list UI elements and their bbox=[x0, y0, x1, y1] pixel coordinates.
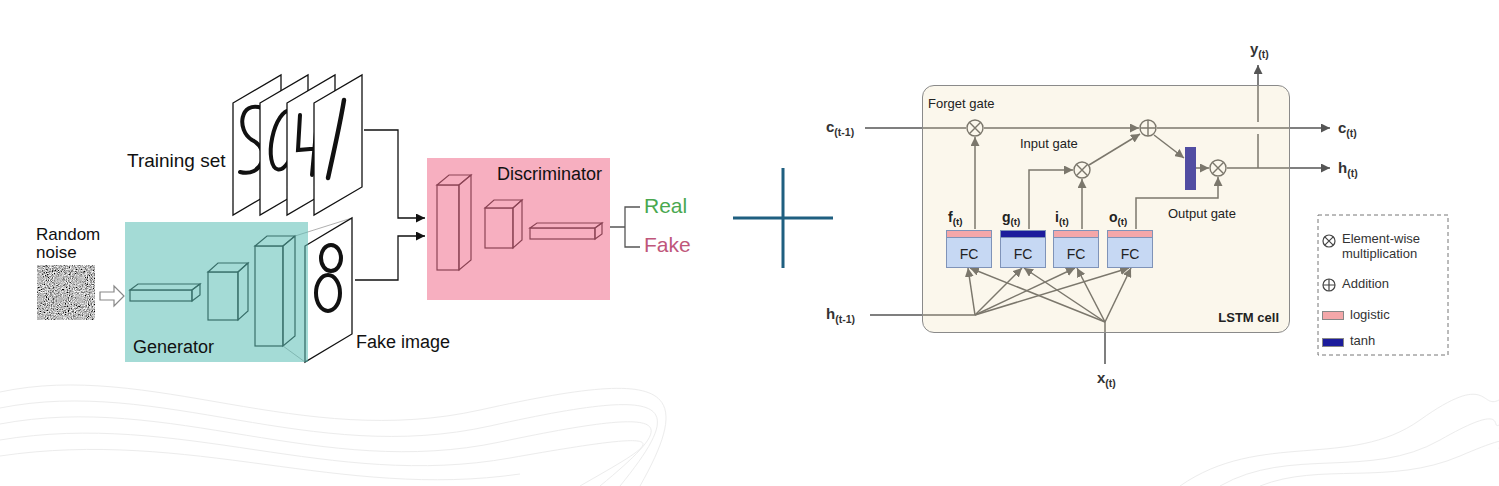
subscript: (t) bbox=[1118, 216, 1128, 227]
symbol-base: o bbox=[1109, 209, 1118, 225]
dataset-label: Training set bbox=[127, 150, 226, 172]
add-symbol bbox=[1323, 279, 1335, 291]
layer-type: FC bbox=[1014, 246, 1033, 262]
legend-swatch bbox=[1322, 311, 1344, 320]
symbol-base: g bbox=[1002, 209, 1011, 225]
activation-bar bbox=[1107, 230, 1153, 238]
legend-swatch bbox=[1322, 338, 1344, 347]
signal-name: c(t-1) bbox=[826, 118, 854, 138]
handwritten-digit bbox=[321, 245, 341, 271]
legend-text: Element-wise multiplication bbox=[1342, 232, 1442, 262]
legend-frame bbox=[1318, 215, 1448, 355]
subscript: (t-1) bbox=[834, 126, 854, 138]
symbol-base: f bbox=[948, 209, 953, 225]
training-images bbox=[233, 75, 362, 215]
plus-sign bbox=[733, 168, 833, 268]
wave-line bbox=[0, 417, 651, 486]
layer-type: FC bbox=[960, 246, 979, 262]
symbol-base: h bbox=[826, 305, 835, 322]
fc-layer-box: o(t)FC bbox=[1107, 230, 1153, 268]
box-title: Discriminator bbox=[497, 164, 602, 185]
subscript: (t) bbox=[1105, 377, 1116, 389]
layer-type: FC bbox=[1067, 246, 1086, 262]
subscript: (t) bbox=[1258, 48, 1269, 60]
wave-line bbox=[0, 401, 657, 486]
gate-output-name: o(t) bbox=[1109, 209, 1127, 228]
fc-layer-box: i(t)FC bbox=[1053, 230, 1099, 268]
input-arrow bbox=[364, 130, 425, 218]
output-class: Real bbox=[644, 194, 687, 218]
box-title: Generator bbox=[133, 337, 214, 358]
legend-symbols bbox=[1323, 235, 1335, 291]
wave-line bbox=[0, 385, 666, 486]
fc-layer-box: f(t)FC bbox=[946, 230, 992, 268]
add-symbol bbox=[1323, 279, 1335, 291]
signal-name: y(t) bbox=[1250, 40, 1269, 60]
image-card bbox=[314, 75, 362, 215]
discriminator-box: Discriminator bbox=[427, 158, 610, 300]
signal-name: c(t) bbox=[1338, 119, 1357, 139]
subscript: (t) bbox=[1059, 216, 1069, 227]
subscript: (t) bbox=[1347, 167, 1358, 179]
gate-output-name: g(t) bbox=[1002, 209, 1020, 228]
input-label: Random noise bbox=[36, 226, 106, 262]
image-label: Fake image bbox=[356, 332, 450, 353]
wave-line bbox=[1180, 394, 1499, 486]
signal-name: x(t) bbox=[1097, 369, 1116, 389]
gate-label: Forget gate bbox=[928, 97, 995, 112]
gate-output-name: f(t) bbox=[948, 209, 962, 228]
wave-line bbox=[1220, 419, 1499, 486]
subscript: (t-1) bbox=[835, 313, 855, 325]
legend-text: Addition bbox=[1342, 277, 1389, 292]
handwritten-digit bbox=[328, 100, 344, 178]
symbol-base: h bbox=[1338, 159, 1347, 176]
signal-name: h(t-1) bbox=[826, 305, 855, 325]
gate-label: Input gate bbox=[1020, 137, 1078, 152]
subscript: (t) bbox=[1011, 216, 1021, 227]
output-class: Fake bbox=[644, 233, 691, 257]
layer-type: FC bbox=[1121, 246, 1140, 262]
activation-bar bbox=[1000, 230, 1046, 238]
symbol-base: i bbox=[1055, 209, 1059, 225]
hollow-arrow bbox=[100, 286, 124, 306]
multiply-symbol bbox=[1323, 235, 1335, 247]
noise-image bbox=[37, 265, 95, 320]
wave-line bbox=[1260, 441, 1499, 486]
lstm-wires bbox=[865, 65, 1330, 364]
background-waves bbox=[0, 385, 1499, 486]
legend-text: tanh bbox=[1350, 334, 1375, 349]
multiply-symbol bbox=[1325, 237, 1333, 245]
symbol-base: x bbox=[1097, 369, 1105, 386]
handwritten-digit bbox=[316, 275, 340, 311]
legend-text: logistic bbox=[1350, 308, 1390, 323]
wave-line bbox=[0, 433, 643, 486]
symbol-base: y bbox=[1250, 40, 1258, 57]
gate-output-name: i(t) bbox=[1055, 209, 1069, 228]
output-bracket bbox=[610, 207, 640, 247]
gate-label: Output gate bbox=[1168, 207, 1236, 222]
box-title: LSTM cell bbox=[1218, 311, 1279, 326]
fc-layer-box: g(t)FC bbox=[1000, 230, 1046, 268]
activation-bar bbox=[1053, 230, 1099, 238]
signal-name: h(t) bbox=[1338, 159, 1358, 179]
generator-box: Generator bbox=[125, 222, 308, 362]
symbol-base: c bbox=[1338, 119, 1346, 136]
image-card bbox=[305, 218, 352, 362]
activation-bar bbox=[946, 230, 992, 238]
input-arrow bbox=[355, 236, 425, 280]
subscript: (t) bbox=[953, 216, 963, 227]
symbol-base: c bbox=[826, 118, 834, 135]
subscript: (t) bbox=[1346, 127, 1357, 139]
wave-line bbox=[0, 449, 520, 479]
